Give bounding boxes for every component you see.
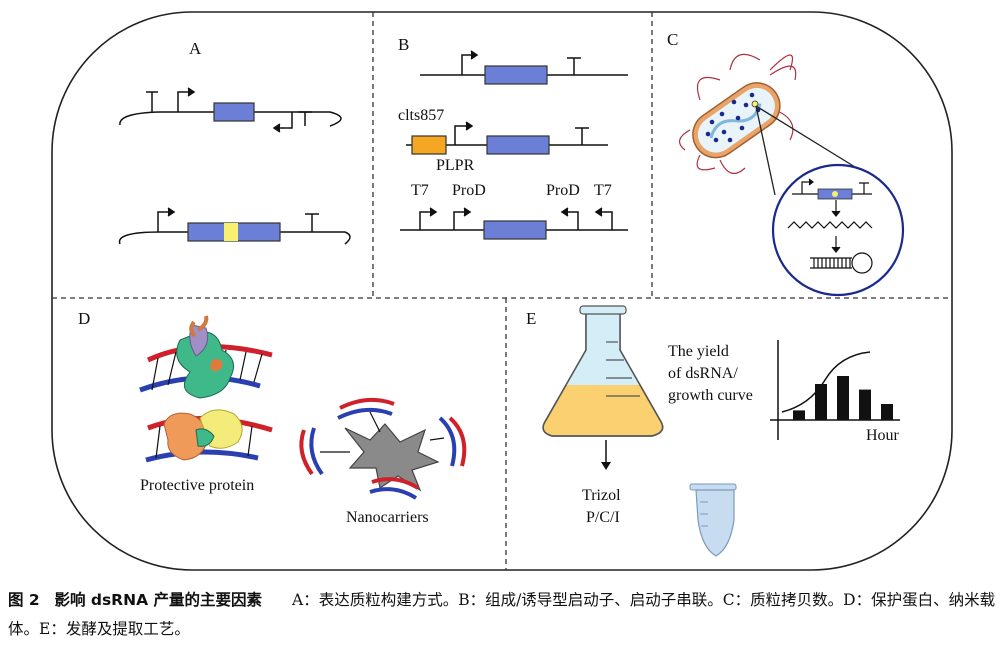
- nanocarrier-group: [299, 397, 467, 500]
- caption-title: 影响 dsRNA 产量的主要因素: [54, 591, 262, 609]
- plpr-label: PLPR: [436, 157, 475, 174]
- clts857-label: clts857: [398, 107, 444, 124]
- gene-box-b2: [486, 135, 550, 155]
- caption-fig-label: 图 2: [8, 591, 40, 609]
- flask-arrow-head: [601, 462, 611, 470]
- yield-bar: [837, 376, 849, 420]
- t7-left-label: T7: [411, 182, 429, 199]
- bacterium-cell: [679, 53, 797, 175]
- panel-a-construct-2: [118, 207, 351, 245]
- erlenmeyer-flask: [542, 305, 664, 437]
- gene-box-b1: [484, 65, 548, 85]
- yield-label-line3: growth curve: [668, 387, 753, 404]
- zoom-line-1: [755, 105, 776, 196]
- clts857-box: [411, 135, 447, 155]
- nanocarriers-label: Nanocarriers: [346, 509, 429, 526]
- yield-bar: [881, 404, 893, 420]
- t7-right-label: T7: [594, 182, 612, 199]
- yield-bar: [815, 384, 827, 420]
- protective-protein-group: [139, 315, 273, 463]
- yield-label-line1: The yield: [668, 343, 729, 360]
- panel-d-label: D: [78, 309, 90, 328]
- trizol-label: Trizol: [582, 487, 621, 504]
- zoom-line-2: [755, 105, 869, 176]
- yield-label-line2: of dsRNA/: [668, 365, 738, 382]
- prod-right-label: ProD: [546, 182, 580, 199]
- outer-frame: [51, 11, 953, 571]
- pci-label: P/C/I: [586, 509, 620, 526]
- microtube-icon: [689, 483, 737, 557]
- protective-protein-label: Protective protein: [140, 477, 254, 494]
- insert-yellow-a2: [224, 223, 238, 241]
- gene-box-a1: [213, 102, 255, 122]
- panel-e-label: E: [526, 309, 536, 328]
- panel-c-label: C: [667, 30, 678, 49]
- yield-chart: [770, 340, 900, 440]
- figure-diagram: A B C D E clts857 PLPR T7 ProD ProD T7: [51, 11, 953, 571]
- gene-box-b3: [483, 220, 547, 240]
- panel-a-construct-1: [119, 87, 342, 133]
- plasmid-zoom-circle: [771, 163, 905, 297]
- panel-a-label: A: [189, 39, 202, 58]
- yield-bar: [859, 389, 871, 420]
- panel-b-label: B: [398, 35, 409, 54]
- yellow-dot-c: [832, 191, 838, 197]
- caption-text: A：表达质粒构建方式。B：组成/诱导型启动子、启动子串联。C：质粒拷贝数。D：保…: [8, 591, 996, 638]
- prod-left-label: ProD: [452, 182, 486, 199]
- yield-bar: [793, 410, 805, 420]
- plasmid-zoom-content: [787, 178, 873, 274]
- hour-label: Hour: [866, 427, 900, 444]
